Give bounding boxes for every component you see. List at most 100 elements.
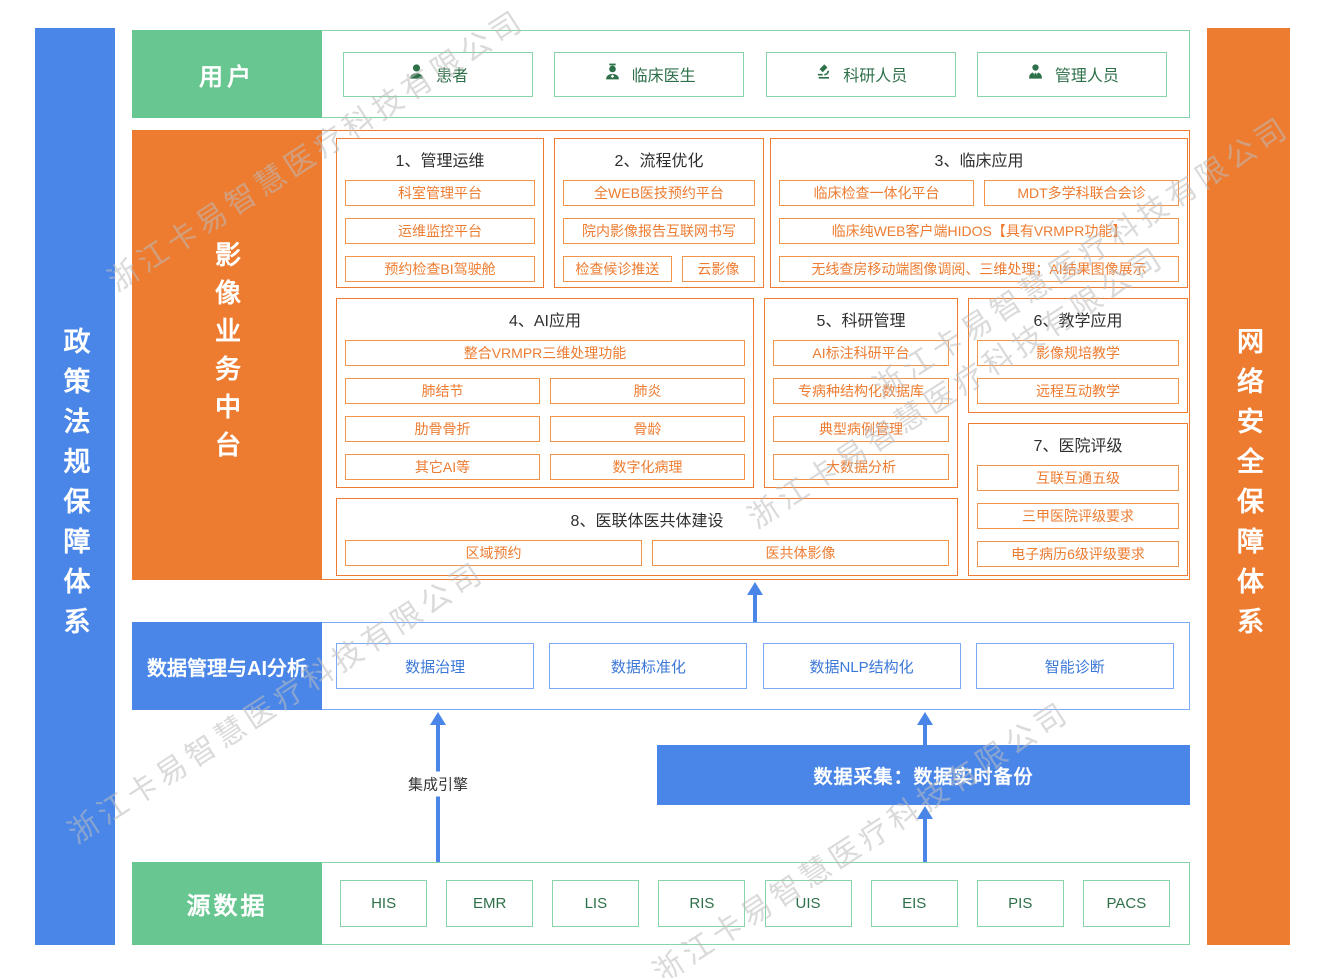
platform-section-rows: AI标注科研平台专病种结构化数据库典型病例管理大数据分析	[773, 340, 949, 480]
data-management-item: 数据标准化	[549, 643, 748, 689]
platform-section-rating: 7、医院评级 互联互通五级三甲医院评级要求电子病历6级评级要求	[968, 423, 1188, 576]
platform-item: 医共体影像	[652, 540, 949, 566]
platform-row: 预约检查BI驾驶舱	[345, 256, 535, 282]
platform-section-process: 2、流程优化 全WEB医技预约平台院内影像报告互联网书写检查候诊推送云影像	[554, 138, 764, 288]
platform-item: 肺炎	[550, 378, 745, 404]
platform-row: 全WEB医技预约平台	[563, 180, 755, 206]
platform-row: 专病种结构化数据库	[773, 378, 949, 404]
platform-item: 检查候诊推送	[563, 256, 672, 282]
platform-section-title: 1、管理运维	[395, 153, 485, 170]
platform-item: 专病种结构化数据库	[773, 378, 949, 404]
platform-section-title: 4、AI应用	[508, 313, 582, 330]
imaging-platform-title: 影像业务中台	[132, 130, 322, 580]
platform-item: 骨龄	[550, 416, 745, 442]
users-section: 用户 患者临床医生科研人员管理人员	[132, 30, 1190, 118]
platform-row: 影像规培教学	[977, 340, 1179, 366]
source-system-item: PACS	[1082, 880, 1170, 927]
platform-row: 典型病例管理	[773, 416, 949, 442]
user-item-label: 科研人员	[843, 68, 908, 85]
platform-section-rows: 全WEB医技预约平台院内影像报告互联网书写检查候诊推送云影像	[563, 180, 755, 282]
platform-row: 检查候诊推送云影像	[563, 256, 755, 282]
platform-row: 无线查房移动端图像调阅、三维处理；AI结果图像展示	[779, 256, 1179, 282]
user-item: 科研人员	[765, 51, 956, 97]
source-system-item: RIS	[658, 880, 746, 927]
admin-icon	[1026, 62, 1045, 86]
platform-row: 整合VRMPR三维处理功能	[345, 340, 745, 366]
users-list: 患者临床医生科研人员管理人员	[321, 31, 1189, 117]
platform-row: 科室管理平台	[345, 180, 535, 206]
platform-section-title: 6、教学应用	[1033, 313, 1123, 330]
data-management-list: 数据治理数据标准化数据NLP结构化智能诊断	[321, 623, 1189, 709]
data-management-item: 数据治理	[336, 643, 535, 689]
platform-item: 典型病例管理	[773, 416, 949, 442]
platform-section-title: 2、流程优化	[614, 153, 704, 170]
patient-icon	[407, 62, 426, 86]
data-management-title: 数据管理与AI分析	[132, 622, 322, 710]
platform-item: 无线查房移动端图像调阅、三维处理；AI结果图像展示	[779, 256, 1179, 282]
arrow-up-icon	[917, 806, 933, 819]
platform-item: 临床检查一体化平台	[779, 180, 974, 206]
platform-section-alliance: 8、医联体医共体建设 区域预约医共体影像	[336, 498, 958, 576]
platform-section-title: 8、医联体医共体建设	[570, 513, 724, 530]
user-item: 患者	[342, 51, 533, 97]
platform-item: 云影像	[681, 256, 755, 282]
platform-item: 院内影像报告互联网书写	[563, 218, 755, 244]
platform-item: 肋骨骨折	[345, 416, 540, 442]
platform-item: 远程互动教学	[977, 378, 1179, 404]
network-security-bar: 网络安全保障体系	[1207, 28, 1290, 945]
platform-item: AI标注科研平台	[773, 340, 949, 366]
platform-section-rows: 临床检查一体化平台 MDT多学科联合会诊临床纯WEB客户端HIDOS【具有VRMP…	[779, 180, 1179, 282]
user-item-label: 患者	[436, 68, 469, 85]
platform-section-management: 1、管理运维 科室管理平台运维监控平台预约检查BI驾驶舱	[336, 138, 544, 288]
platform-section-clinical: 3、临床应用 临床检查一体化平台 MDT多学科联合会诊临床纯WEB客户端HIDOS…	[770, 138, 1188, 288]
data-management-section: 数据管理与AI分析 数据治理数据标准化数据NLP结构化智能诊断	[132, 622, 1190, 710]
platform-item: 全WEB医技预约平台	[563, 180, 755, 206]
platform-section-research: 5、科研管理 AI标注科研平台专病种结构化数据库典型病例管理大数据分析	[764, 298, 958, 488]
data-collection-bar: 数据采集：数据实时备份	[657, 745, 1190, 805]
arrow-line	[923, 724, 927, 745]
platform-item: 预约检查BI驾驶舱	[345, 256, 535, 282]
platform-item: 运维监控平台	[345, 218, 535, 244]
platform-section-ai: 4、AI应用 整合VRMPR三维处理功能肺结节肺炎肋骨骨折骨龄其它AI等数字化病…	[336, 298, 754, 488]
platform-row: 院内影像报告互联网书写	[563, 218, 755, 244]
source-system-item: LIS	[552, 880, 640, 927]
platform-row: 肋骨骨折骨龄	[345, 416, 745, 442]
user-item-label: 管理人员	[1054, 68, 1119, 85]
platform-item: MDT多学科联合会诊	[984, 180, 1179, 206]
platform-section-title: 5、科研管理	[816, 313, 906, 330]
platform-item: 科室管理平台	[345, 180, 535, 206]
platform-section-rows: 互联互通五级三甲医院评级要求电子病历6级评级要求	[977, 465, 1179, 567]
platform-item: 临床纯WEB客户端HIDOS【具有VRMPR功能】	[779, 218, 1179, 244]
platform-row: 大数据分析	[773, 454, 949, 480]
arrow-up-icon	[747, 582, 763, 595]
platform-section-rows: 影像规培教学远程互动教学	[977, 340, 1179, 404]
source-system-item: EIS	[870, 880, 958, 927]
platform-item: 肺结节	[345, 378, 540, 404]
platform-item: 互联互通五级	[977, 465, 1179, 491]
platform-item: 大数据分析	[773, 454, 949, 480]
platform-row: 运维监控平台	[345, 218, 535, 244]
platform-section-title: 3、临床应用	[934, 153, 1024, 170]
imaging-platform-content: 1、管理运维 科室管理平台运维监控平台预约检查BI驾驶舱 2、流程优化 全WEB…	[321, 131, 1189, 579]
imaging-platform-section: 影像业务中台 1、管理运维 科室管理平台运维监控平台预约检查BI驾驶舱 2、流程…	[132, 130, 1190, 580]
data-management-item: 数据NLP结构化	[762, 643, 961, 689]
data-management-item: 智能诊断	[975, 643, 1174, 689]
platform-row: 其它AI等数字化病理	[345, 454, 745, 480]
source-system-item: EMR	[446, 880, 534, 927]
platform-section-teaching: 6、教学应用 影像规培教学远程互动教学	[968, 298, 1188, 413]
platform-row: 临床纯WEB客户端HIDOS【具有VRMPR功能】	[779, 218, 1179, 244]
platform-section-rows: 区域预约医共体影像	[345, 540, 949, 566]
platform-section-rows: 整合VRMPR三维处理功能肺结节肺炎肋骨骨折骨龄其它AI等数字化病理	[345, 340, 745, 480]
arrow-line	[753, 594, 757, 622]
users-section-title: 用户	[132, 30, 322, 118]
source-data-title: 源数据	[132, 862, 322, 945]
platform-row: 三甲医院评级要求	[977, 503, 1179, 529]
user-item: 管理人员	[977, 51, 1168, 97]
platform-row: 远程互动教学	[977, 378, 1179, 404]
platform-item: 区域预约	[345, 540, 642, 566]
platform-row: AI标注科研平台	[773, 340, 949, 366]
source-system-item: HIS	[340, 880, 428, 927]
